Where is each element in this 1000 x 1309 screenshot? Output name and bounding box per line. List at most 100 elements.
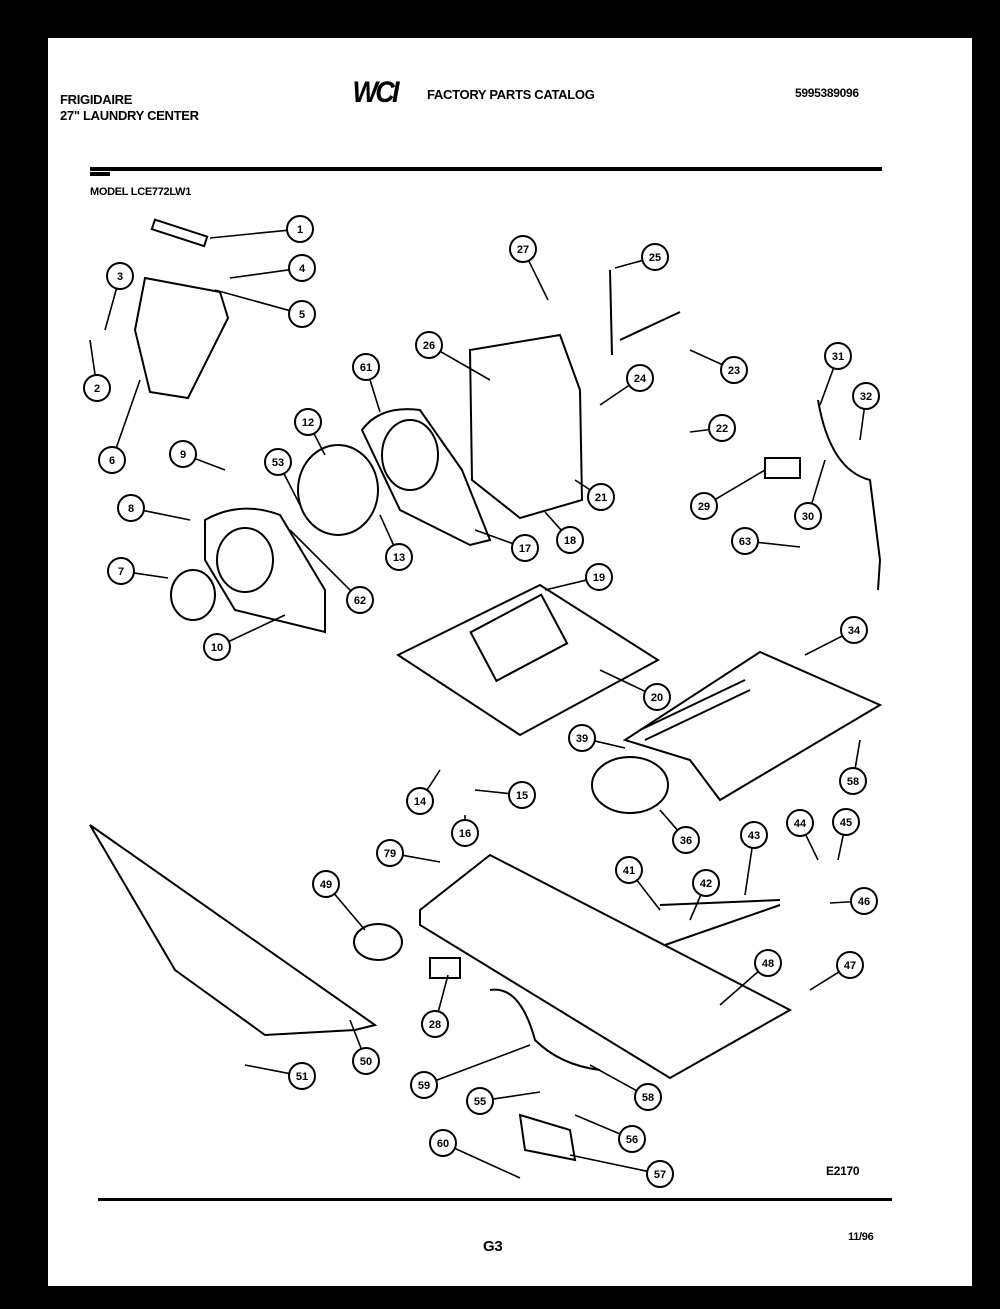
part-switch: [764, 457, 801, 479]
leader-line: [313, 433, 326, 456]
leader-line: [289, 529, 352, 592]
leader-line: [439, 350, 491, 381]
callout-21: 21: [574, 479, 615, 511]
callout-label: 17: [519, 543, 531, 555]
part-blower-wheel: [297, 444, 379, 536]
callout-14: 14: [406, 769, 441, 815]
callout-circle: [466, 1087, 494, 1115]
callout-18: 18: [544, 511, 584, 554]
leader-line: [636, 879, 661, 911]
callout-circle: [352, 353, 380, 381]
callout-60: 60: [429, 1129, 521, 1179]
callout-circle: [410, 1071, 438, 1099]
callout-58: 58: [839, 739, 867, 795]
leader-line: [194, 457, 226, 471]
leader-line: [689, 894, 702, 921]
leader-line: [599, 384, 630, 406]
callout-circle: [568, 724, 596, 752]
brand-name: FRIGIDAIRE: [60, 92, 133, 107]
callout-label: 4: [299, 263, 306, 275]
leader-line: [474, 789, 510, 795]
part-base-plate: [395, 583, 660, 737]
callout-label: 31: [832, 351, 844, 363]
callout-circle: [740, 821, 768, 849]
callout-circle: [585, 563, 613, 591]
leader-line: [214, 289, 290, 312]
callout-circle: [692, 869, 720, 897]
callout-circle: [421, 1010, 449, 1038]
part-harness: [817, 399, 882, 591]
leader-line: [244, 1064, 290, 1075]
callout-circle: [294, 408, 322, 436]
callout-49: 49: [312, 870, 366, 931]
callout-15: 15: [474, 781, 536, 809]
callout-label: 56: [626, 1134, 638, 1146]
callout-label: 50: [360, 1056, 372, 1068]
callout-circle: [836, 951, 864, 979]
leader-line: [115, 379, 141, 448]
callout-circle: [720, 356, 748, 384]
leader-line: [528, 260, 549, 301]
callout-label: 18: [564, 535, 576, 547]
callout-44: 44: [786, 809, 819, 861]
callout-79: 79: [376, 839, 441, 867]
product-name: 27" LAUNDRY CENTER: [60, 108, 199, 123]
leader-line: [104, 288, 118, 331]
callout-3: 3: [104, 262, 134, 331]
callout-circle: [98, 446, 126, 474]
callout-label: 22: [716, 423, 728, 435]
callout-label: 46: [858, 896, 870, 908]
callout-label: 12: [302, 417, 314, 429]
callout-30: 30: [794, 459, 826, 530]
callout-label: 25: [649, 252, 661, 264]
leader-line: [594, 740, 626, 749]
callout-circle: [376, 839, 404, 867]
callout-circle: [794, 502, 822, 530]
callout-circle: [643, 683, 671, 711]
callout-circle: [264, 448, 292, 476]
callout-circle: [509, 235, 537, 263]
leader-line: [804, 834, 819, 861]
part-heater-plate: [622, 650, 883, 802]
callout-56: 56: [574, 1114, 646, 1153]
catalog-number: 5995389096: [795, 86, 859, 100]
callout-circle: [286, 215, 314, 243]
callout-27: 27: [509, 235, 549, 301]
leader-line: [89, 339, 96, 376]
callout-17: 17: [474, 529, 539, 562]
callout-label: 79: [384, 848, 396, 860]
header-rule: [90, 167, 882, 176]
callout-label: 10: [211, 642, 223, 654]
callout-circle: [708, 414, 736, 442]
callout-label: 48: [762, 958, 774, 970]
callout-label: 51: [296, 1071, 308, 1083]
callout-12: 12: [294, 408, 326, 456]
callout-label: 62: [354, 595, 366, 607]
leader-line: [714, 469, 766, 501]
callout-22: 22: [689, 414, 736, 442]
leader-line: [744, 847, 753, 896]
page-number: G3: [483, 1238, 503, 1255]
callout-label: 23: [728, 365, 740, 377]
callout-label: 42: [700, 878, 712, 890]
callout-25: 25: [614, 243, 669, 271]
callout-label: 58: [847, 776, 859, 788]
callout-circle: [618, 1125, 646, 1153]
callout-label: 8: [128, 503, 134, 515]
callout-label: 60: [437, 1138, 449, 1150]
callout-42: 42: [689, 869, 720, 921]
leader-line: [589, 1064, 638, 1092]
callout-8: 8: [117, 494, 191, 522]
callout-label: 28: [429, 1019, 441, 1031]
callout-label: 20: [651, 692, 663, 704]
callout-5: 5: [214, 289, 316, 328]
model-number: MODEL LCE772LW1: [90, 186, 192, 198]
callout-57: 57: [569, 1154, 674, 1188]
callout-label: 57: [654, 1169, 666, 1181]
part-drum-roller: [591, 756, 669, 814]
callout-46: 46: [829, 887, 878, 915]
callout-circle: [615, 856, 643, 884]
callout-7: 7: [107, 557, 169, 585]
callout-label: 61: [360, 362, 372, 374]
